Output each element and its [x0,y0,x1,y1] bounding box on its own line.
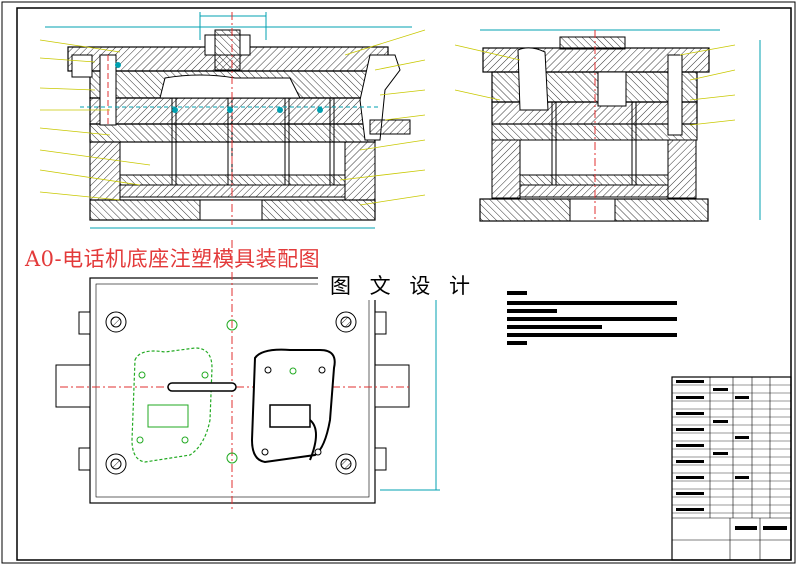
front-section-view [39,12,426,229]
watermark-text: 图 文 设 计 [318,270,489,300]
plan-view [55,240,440,510]
side-section-view [454,29,761,222]
title-block-rows [672,384,791,514]
title-block [671,376,792,561]
title-block-text-marks [676,380,787,530]
technical-notes [507,291,677,345]
inner-frame [16,7,792,561]
drawing-title: A0-电话机底座注塑模具装配图 [25,247,321,271]
